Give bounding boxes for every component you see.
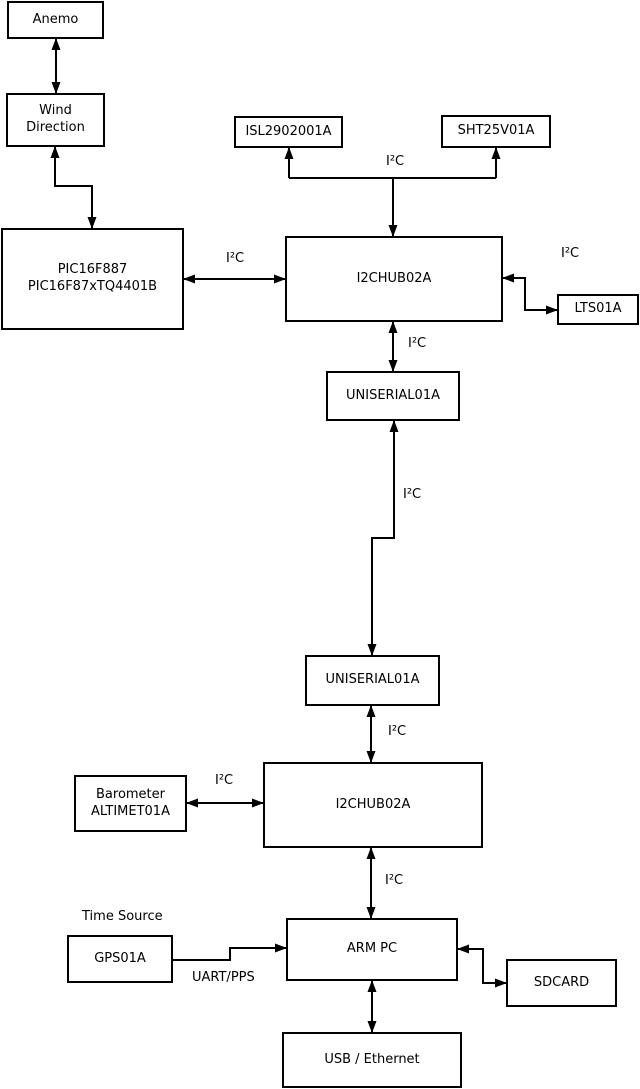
node-anemo-label: Anemo — [32, 11, 79, 27]
node-uniserial-top: UNISERIAL01A — [326, 371, 460, 421]
node-pic: PIC16F887 PIC16F87xTQ4401B — [1, 228, 184, 330]
node-i2chub-bottom: I2CHUB02A — [263, 762, 483, 848]
node-usb-ethernet-label: USB / Ethernet — [324, 1051, 420, 1067]
node-sdcard-label: SDCARD — [533, 974, 590, 990]
node-lts01a-label: LTS01A — [574, 301, 622, 317]
edge-wind-pic — [50, 146, 97, 229]
edge-label-i2c-hub2-arm: I²C — [385, 873, 404, 888]
edge-hub1-lts — [502, 273, 558, 315]
node-anemo: Anemo — [7, 1, 104, 39]
node-i2chub-top: I2CHUB02A — [285, 236, 503, 322]
edge-label-uart-pps: UART/PPS — [192, 970, 255, 985]
node-pic-line1: PIC16F887 — [57, 262, 128, 278]
edge-label-i2c-hub1-lts: I²C — [561, 246, 580, 261]
edge-gps-arm — [173, 943, 287, 961]
annotation-time-source: Time Source — [82, 909, 163, 924]
node-isl2902001a-label: ISL2902001A — [245, 123, 332, 139]
node-uniserial-bottom-label: UNISERIAL01A — [325, 672, 420, 688]
edge-label-i2c-barometer-hub2: I²C — [215, 773, 234, 788]
node-sht25v01a: SHT25V01A — [441, 115, 551, 148]
node-arm-pc: ARM PC — [286, 918, 458, 981]
node-wind-direction-line1: Wind — [39, 103, 72, 119]
node-sdcard: SDCARD — [506, 959, 617, 1007]
node-isl2902001a: ISL2902001A — [234, 116, 343, 148]
node-sht25v01a-label: SHT25V01A — [457, 123, 535, 139]
node-uniserial-bottom: UNISERIAL01A — [305, 655, 440, 706]
node-gps01a: GPS01A — [67, 935, 173, 983]
node-pic-line2: PIC16F87xTQ4401B — [27, 279, 158, 294]
node-barometer-line2: ALTIMET01A — [91, 803, 170, 819]
edge-label-i2c-uniserial1-uniserial2: I²C — [403, 487, 422, 502]
node-i2chub-top-label: I2CHUB02A — [356, 270, 432, 286]
node-barometer-line1: Barometer — [96, 786, 165, 802]
node-gps01a-label: GPS01A — [94, 950, 146, 966]
node-wind-direction: Wind Direction — [6, 93, 105, 147]
edge-label-i2c-pic-hub1: I²C — [226, 251, 245, 266]
node-barometer: Barometer ALTIMET01A — [74, 775, 187, 832]
edge-arm-sdcard — [457, 944, 507, 988]
edge-uniserial1-uniserial2 — [367, 420, 399, 656]
edge-label-i2c-uniserial2-hub2: I²C — [388, 724, 407, 739]
node-lts01a: LTS01A — [557, 294, 639, 325]
edge-label-i2c-hub1-uniserial1: I²C — [408, 336, 427, 351]
node-arm-pc-label: ARM PC — [346, 941, 398, 957]
node-wind-direction-line2: Direction — [26, 120, 85, 135]
node-i2chub-bottom-label: I2CHUB02A — [335, 796, 411, 812]
node-usb-ethernet: USB / Ethernet — [282, 1032, 462, 1088]
edge-label-i2c-top: I²C — [386, 154, 405, 169]
node-uniserial-top-label: UNISERIAL01A — [346, 387, 440, 403]
